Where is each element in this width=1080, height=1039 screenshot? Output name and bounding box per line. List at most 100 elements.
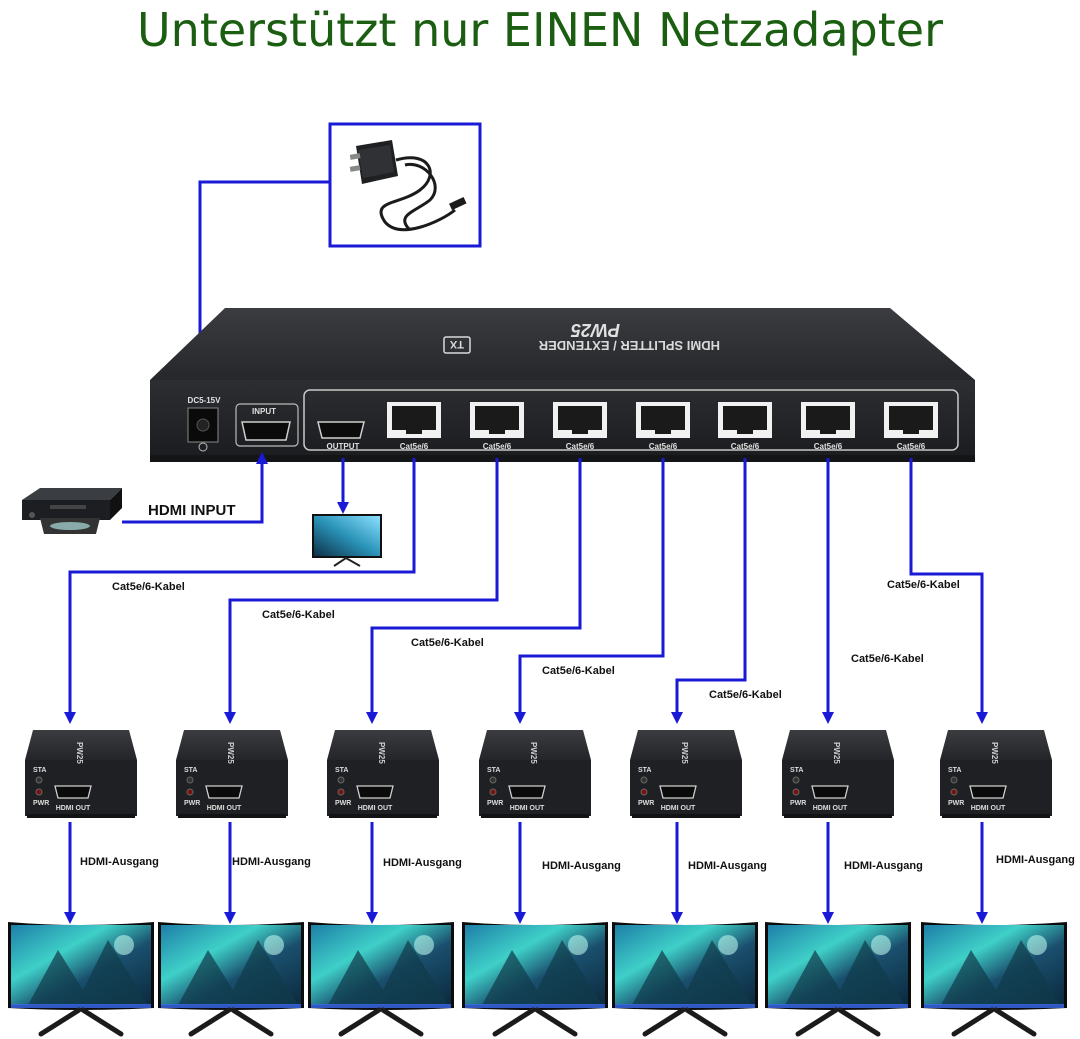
rj45-port-label: Cat5e/6 <box>897 442 926 451</box>
rj45-port-4: Cat5e/6 <box>636 402 690 451</box>
cable-label: Cat5e/6-Kabel <box>887 579 960 591</box>
hdmi-out-label: HDMI OUT <box>510 805 545 812</box>
hdmi-out-label: HDMI OUT <box>813 805 848 812</box>
receiver-4: STA PWR HDMI OUT PW25 <box>479 730 591 818</box>
sta-label: STA <box>33 767 46 774</box>
hdmi-input-label: HDMI INPUT <box>148 502 236 519</box>
cable-label: Cat5e/6-Kabel <box>112 581 185 593</box>
rj45-port-6: Cat5e/6 <box>801 402 855 451</box>
rj45-port-1: Cat5e/6 <box>387 402 441 451</box>
output-label: OUTPUT <box>327 442 360 451</box>
rj45-port-label: Cat5e/6 <box>814 442 843 451</box>
receiver-5: STA PWR HDMI OUT PW25 <box>630 730 742 818</box>
pwr-label: PWR <box>948 800 964 807</box>
cable-label: Cat5e/6-Kabel <box>709 689 782 701</box>
cable-arrow-5 <box>671 458 747 724</box>
receiver-3: STA PWR HDMI OUT PW25 <box>327 730 439 818</box>
sta-label: STA <box>487 767 500 774</box>
rj45-port-5: Cat5e/6 <box>718 402 772 451</box>
receiver-brand: PW25 <box>990 742 999 764</box>
cable-label: Cat5e/6-Kabel <box>851 653 924 665</box>
power-arrow <box>194 180 330 396</box>
receiver-brand: PW25 <box>226 742 235 764</box>
hdmi-out-label: HDMI OUT <box>661 805 696 812</box>
sta-label: STA <box>638 767 651 774</box>
output-label: HDMI-Ausgang <box>844 860 923 872</box>
power-adapter <box>328 122 482 248</box>
cable-label: Cat5e/6-Kabel <box>542 665 615 677</box>
receiver-2: STA PWR HDMI OUT PW25 <box>176 730 288 818</box>
pwr-label: PWR <box>33 800 49 807</box>
dc-jack: DC5-15V <box>187 396 222 452</box>
rj45-port-label: Cat5e/6 <box>566 442 595 451</box>
rj45-port-label: Cat5e/6 <box>731 442 760 451</box>
device-tx-badge: TX <box>449 338 464 350</box>
output-label: HDMI-Ausgang <box>542 860 621 872</box>
monitor-5 <box>612 922 758 1037</box>
monitor-1 <box>8 922 154 1037</box>
monitor-7 <box>921 922 1067 1037</box>
receiver-brand: PW25 <box>680 742 689 764</box>
cable-arrow-1 <box>64 458 416 724</box>
hdmi-output-port: OUTPUT <box>317 421 365 451</box>
device-model-text: HDMI SPLITTER / EXTENDER <box>538 338 720 353</box>
rj45-port-label: Cat5e/6 <box>483 442 512 451</box>
pwr-label: PWR <box>638 800 654 807</box>
sta-label: STA <box>184 767 197 774</box>
cable-label: Cat5e/6-Kabel <box>411 637 484 649</box>
pwr-label: PWR <box>184 800 200 807</box>
monitor-2 <box>158 922 304 1037</box>
splitter-device: HDMI SPLITTER / EXTENDER TX PW25 DC5-15V… <box>150 308 975 462</box>
receiver-brand: PW25 <box>832 742 841 764</box>
monitor-6 <box>765 922 911 1037</box>
rj45-port-label: Cat5e/6 <box>400 442 429 451</box>
rj45-port-3: Cat5e/6 <box>553 402 607 451</box>
hdmi-out-label: HDMI OUT <box>971 805 1006 812</box>
receiver-brand: PW25 <box>529 742 538 764</box>
receiver-6: STA PWR HDMI OUT PW25 <box>782 730 894 818</box>
receiver-brand: PW25 <box>377 742 386 764</box>
monitor-4 <box>462 922 608 1037</box>
hdmi-input-arrow <box>122 452 268 524</box>
bluray-player-icon <box>22 488 122 534</box>
receiver-1: STA PWR HDMI OUT PW25 <box>25 730 137 818</box>
cable-arrows <box>64 458 988 724</box>
output-label: HDMI-Ausgang <box>80 856 159 868</box>
pwr-label: PWR <box>487 800 503 807</box>
hdmi-out-label: HDMI OUT <box>358 805 393 812</box>
pwr-label: PWR <box>335 800 351 807</box>
rj45-ports: Cat5e/6 Cat5e/6 Cat5e/6 Cat5e/6 Cat5e/6 Cat5e… <box>387 402 938 451</box>
output-label: HDMI-Ausgang <box>996 854 1075 866</box>
local-monitor-icon <box>312 514 382 567</box>
receiver-brand: PW25 <box>75 742 84 764</box>
hdmi-out-label: HDMI OUT <box>207 805 242 812</box>
output-label: HDMI-Ausgang <box>688 860 767 872</box>
sta-label: STA <box>790 767 803 774</box>
adapter-icon <box>349 140 467 232</box>
rj45-port-label: Cat5e/6 <box>649 442 678 451</box>
cable-arrow-2 <box>224 458 499 724</box>
rj45-port-7: Cat5e/6 <box>884 402 938 451</box>
cable-arrow-7 <box>909 458 988 724</box>
hdmi-input-port: INPUT <box>235 403 299 447</box>
monitors <box>8 922 1067 1037</box>
sta-label: STA <box>335 767 348 774</box>
input-label: INPUT <box>252 407 276 416</box>
rj45-port-2: Cat5e/6 <box>470 402 524 451</box>
cable-label: Cat5e/6-Kabel <box>262 609 335 621</box>
page-title: Unterstützt nur EINEN Netzadapter <box>137 3 943 57</box>
cable-arrow-3 <box>366 458 582 724</box>
cable-labels: Cat5e/6-KabelCat5e/6-KabelCat5e/6-KabelC… <box>112 579 960 701</box>
dc-label: DC5-15V <box>188 396 222 405</box>
pwr-label: PWR <box>790 800 806 807</box>
sta-label: STA <box>948 767 961 774</box>
output-label: HDMI-Ausgang <box>232 856 311 868</box>
cable-arrow-4 <box>514 458 665 724</box>
device-brand: PW25 <box>570 320 620 340</box>
monitor-3 <box>308 922 454 1037</box>
output-arrows <box>64 822 988 924</box>
hdmi-out-label: HDMI OUT <box>56 805 91 812</box>
